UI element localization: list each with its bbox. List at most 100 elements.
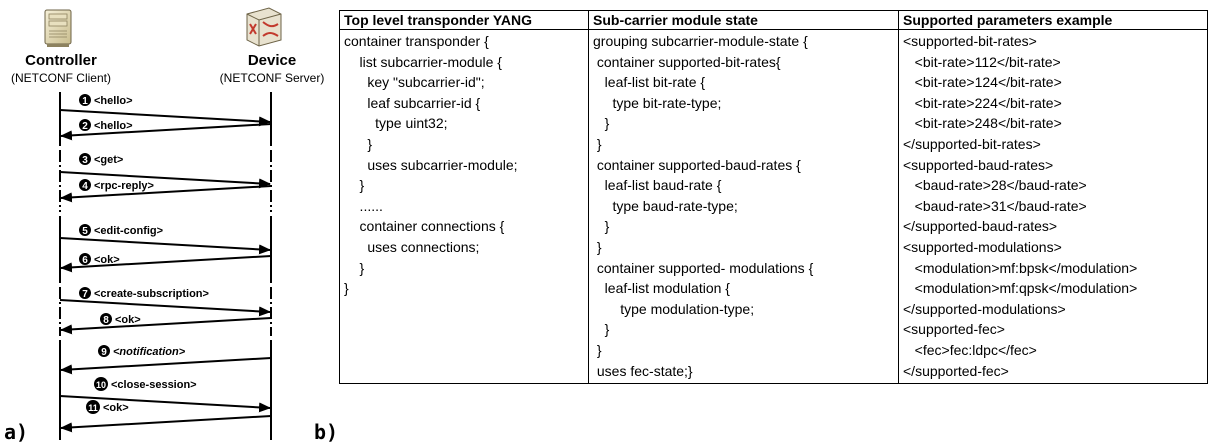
panel-a-label: a) xyxy=(4,420,29,444)
step-number-badge xyxy=(79,94,91,106)
step-number: 8 xyxy=(103,315,109,326)
device-title: Device xyxy=(248,52,296,69)
code-line: } xyxy=(344,135,373,152)
code-line: type bit-rate-type; xyxy=(593,94,722,111)
code-line: <baud-rate>28</baud-rate> xyxy=(903,177,1087,194)
code-line: container supported- modulations { xyxy=(593,259,814,276)
code-line: uses fec-state;} xyxy=(593,362,693,379)
code-line: <bit-rate>224</bit-rate> xyxy=(903,94,1062,111)
step-number-badge xyxy=(79,179,91,191)
code-line: </supported-modulations> xyxy=(903,300,1066,317)
message-arrow xyxy=(59,109,271,127)
device-subtitle: (NETCONF Server) xyxy=(220,71,325,85)
code-line: leaf-list baud-rate { xyxy=(593,177,722,194)
step-number-badge xyxy=(79,119,91,131)
code-line: uses connections; xyxy=(344,238,480,255)
step-number: 1 xyxy=(82,96,88,107)
code-line: leaf-list modulation { xyxy=(593,280,730,297)
code-line: <supported-baud-rates> xyxy=(903,156,1054,173)
yang-model-table: Top level transponder YANG Sub-carrier m… xyxy=(339,10,1208,385)
controller-server-icon xyxy=(44,9,72,47)
code-line: } xyxy=(593,135,602,152)
message-label: <get> xyxy=(94,154,123,166)
device-router-icon xyxy=(246,7,282,47)
code-line: type baud-rate-type; xyxy=(593,197,738,214)
step-number-badge xyxy=(79,253,91,265)
code-line: <bit-rate>124</bit-rate> xyxy=(903,74,1062,91)
code-line: container supported-baud-rates { xyxy=(593,156,801,173)
code-line: key "subcarrier-id"; xyxy=(344,74,485,91)
step-number-badge xyxy=(79,224,91,236)
message-arrow xyxy=(59,171,271,189)
message-label: <rpc-reply> xyxy=(94,180,154,192)
header-subcarrier-state: Sub-carrier module state xyxy=(588,10,899,30)
supported-params-code: <supported-bit-rates> <bit-rate>112</bit… xyxy=(898,28,1208,385)
code-line: leaf-list bit-rate { xyxy=(593,74,706,91)
code-line: } xyxy=(593,341,602,358)
code-line: <baud-rate>31</baud-rate> xyxy=(903,197,1087,214)
code-line: } xyxy=(593,115,610,132)
message-label: <ok> xyxy=(94,254,120,266)
code-line: <fec>fec:ldpc</fec> xyxy=(903,341,1037,358)
message-label: <hello> xyxy=(94,120,133,132)
code-line: <supported-fec> xyxy=(903,321,1005,338)
panel-b-label: b) xyxy=(314,420,339,444)
controller-title: Controller xyxy=(25,52,97,69)
code-line: </supported-fec> xyxy=(903,362,1009,379)
table-row: container transponder { list subcarrier-… xyxy=(339,28,1208,385)
message-label: <hello> xyxy=(94,95,133,107)
step-number-badge xyxy=(94,377,108,391)
code-line: <modulation>mf:qpsk</modulation> xyxy=(903,280,1138,297)
step-number-badge xyxy=(79,153,91,165)
code-line: <bit-rate>248</bit-rate> xyxy=(903,115,1062,132)
netconf-sequence-diagram: Controller (NETCONF Client) Device (NETC… xyxy=(11,7,325,440)
message-label: <ok> xyxy=(115,314,141,326)
code-line: list subcarrier-module { xyxy=(344,53,502,70)
code-line: } xyxy=(593,238,602,255)
step-number: 5 xyxy=(82,226,88,237)
message-arrow xyxy=(59,299,271,317)
step-number: 4 xyxy=(82,181,88,192)
message-label: <close-session> xyxy=(111,379,197,391)
message-arrow xyxy=(60,255,272,273)
code-line: grouping subcarrier-module-state { xyxy=(593,33,808,49)
message-label: <create-subscription> xyxy=(94,288,209,300)
step-number: 7 xyxy=(82,289,88,300)
code-line: <supported-bit-rates> xyxy=(903,33,1037,49)
code-line: <modulation>mf:bpsk</modulation> xyxy=(903,259,1138,276)
message-arrow xyxy=(59,237,271,255)
code-line: </supported-baud-rates> xyxy=(903,218,1058,235)
code-line: } xyxy=(344,259,365,276)
message-label: <edit-config> xyxy=(94,225,163,237)
code-line: container transponder { xyxy=(344,33,489,49)
code-line: leaf subcarrier-id { xyxy=(344,94,481,111)
step-number-badge xyxy=(86,400,100,414)
step-number: 9 xyxy=(101,347,107,358)
code-line: uses subcarrier-module; xyxy=(344,156,518,173)
message-arrow xyxy=(60,415,272,433)
step-number: 11 xyxy=(88,403,98,413)
header-supported-params: Supported parameters example xyxy=(898,10,1208,30)
step-number-badge xyxy=(100,313,112,325)
step-number: 2 xyxy=(82,121,88,132)
code-line: </supported-bit-rates> xyxy=(903,135,1041,152)
step-number: 6 xyxy=(82,255,88,266)
code-line: type modulation-type; xyxy=(593,300,755,317)
code-line: type uint32; xyxy=(344,115,448,132)
code-line: } xyxy=(593,218,610,235)
code-line: } xyxy=(593,321,610,338)
header-top-level-yang: Top level transponder YANG xyxy=(339,10,589,30)
table-header-row: Top level transponder YANG Sub-carrier m… xyxy=(339,10,1208,30)
code-line: <supported-modulations> xyxy=(903,238,1062,255)
subcarrier-state-code: grouping subcarrier-module-state { conta… xyxy=(588,28,899,385)
message-arrow xyxy=(59,395,271,413)
step-number: 3 xyxy=(82,155,88,166)
message-arrow xyxy=(60,357,272,375)
step-number-badge xyxy=(79,287,91,299)
code-line: } xyxy=(344,280,349,297)
step-number: 10 xyxy=(96,380,106,390)
top-level-yang-code: container transponder { list subcarrier-… xyxy=(339,28,589,385)
code-line: } xyxy=(344,177,365,194)
message-arrow xyxy=(60,317,272,335)
code-line: container connections { xyxy=(344,218,505,235)
